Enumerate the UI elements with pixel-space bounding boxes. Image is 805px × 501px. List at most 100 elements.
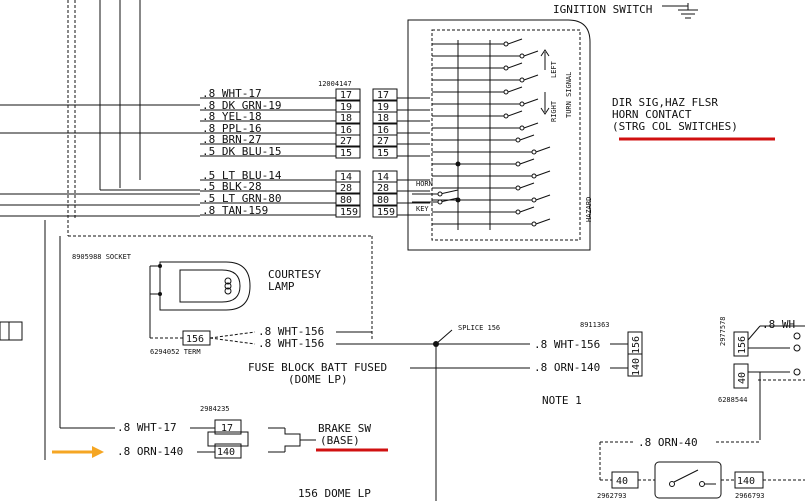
connector-pin-left (335, 134, 361, 147)
orange-arrow-icon (52, 446, 104, 458)
pin-number: 14 (377, 172, 389, 183)
courtesy-lamp-icon (150, 261, 251, 311)
horn-label: HORN (416, 180, 433, 188)
pin-number: 19 (377, 102, 389, 113)
pin-number: 80 (340, 195, 352, 206)
pin-number: 27 (340, 136, 352, 147)
far-right-pin-156: 156 (737, 336, 748, 354)
connector-pin-left (335, 205, 361, 218)
contact-point (531, 173, 537, 179)
brake-wire-2: .8 ORN-140 (117, 445, 183, 458)
connector-pin-left (335, 111, 361, 124)
dir-sig-line2: HORN CONTACT (612, 108, 692, 121)
connector-pin-right (372, 181, 398, 194)
ignition-switch-title: IGNITION SWITCH (553, 3, 652, 16)
right-small-part-number: 6288544 (718, 396, 748, 404)
pin-number: 27 (377, 136, 389, 147)
wire-label: .5 LT GRN-80 (202, 192, 281, 205)
bottom-wire: .8 ORN-40 (638, 436, 698, 449)
term-wire-2: .8 WHT-156 (258, 337, 324, 350)
turn-signal-label: TURN SIGNAL (565, 72, 573, 118)
contact-point (531, 197, 537, 203)
pin-number: 18 (377, 113, 389, 124)
connector-pin-left (335, 181, 361, 194)
far-right-connector (733, 331, 749, 389)
brake-switch-icon (268, 427, 316, 453)
note-label: NOTE 1 (542, 394, 582, 407)
connector-pin-right (372, 205, 398, 218)
contact-point (515, 161, 521, 167)
dome-lp-label: 156 DOME LP (298, 487, 371, 500)
pin-number: 16 (340, 125, 352, 136)
ground-symbol-icon (678, 3, 698, 19)
wire-row: .5 DK BLU-15 15 15 (200, 145, 430, 159)
brake-line1: BRAKE SW (318, 422, 371, 435)
contact-point (503, 65, 509, 71)
pin-number: 17 (340, 90, 352, 101)
pin-number: 19 (340, 102, 352, 113)
pin-number: 15 (377, 148, 389, 159)
right-wire-2: .8 ORN-140 (534, 361, 600, 374)
contact-point (503, 41, 509, 47)
bottom-right-part-number: 2966793 (735, 492, 765, 500)
contact-point (531, 221, 537, 227)
courtesy-line1: COURTESY (268, 268, 321, 281)
wire-label: .8 PPL-16 (202, 122, 262, 135)
connector-pin-right (372, 134, 398, 147)
connector-pin-right (372, 193, 398, 206)
brake-pin-17: 17 (221, 423, 233, 434)
far-right-wire: .8 WH (762, 318, 795, 331)
right-conn-part-number: 8911363 (580, 321, 610, 329)
pin-number: 14 (340, 172, 352, 183)
wire-label: .8 TAN-159 (202, 204, 268, 217)
arrow-down-icon (540, 92, 550, 115)
right-label: RIGHT (550, 100, 558, 122)
wire-label: .8 YEL-18 (202, 110, 262, 123)
wire-label: .8 WHT-17 (202, 87, 262, 100)
connector-pin-right (372, 146, 398, 159)
wire-label: .5 LT BLU-14 (202, 169, 282, 182)
switch-inner-dashed (431, 29, 581, 241)
brake-connector (207, 419, 249, 459)
switch-contacts (432, 38, 551, 230)
socket-part-number: 8905988 SOCKET (72, 253, 132, 261)
bottom-pin-140: 140 (737, 476, 755, 487)
contact-point (503, 89, 509, 95)
connector-pin-right (372, 88, 398, 101)
right-connector (627, 331, 643, 377)
left-edge-connector (0, 321, 23, 341)
pin-number: 16 (377, 125, 389, 136)
contact-point (519, 77, 525, 83)
right-pin-140: 140 (631, 358, 642, 376)
contact-point (519, 53, 525, 59)
wire-label: .5 DK BLU-15 (202, 145, 281, 158)
wire-label: .8 DK GRN-19 (202, 99, 281, 112)
pin-number: 15 (340, 148, 352, 159)
right-pin-156: 156 (631, 336, 642, 354)
dir-sig-line1: DIR SIG,HAZ FLSR (612, 96, 718, 109)
brake-line2: (BASE) (320, 434, 360, 447)
ignition-switch-housing (407, 19, 591, 251)
connector-pin-right (372, 111, 398, 124)
wire-row: .5 LT BLU-14 14 14 (200, 169, 430, 183)
pin-number: 28 (377, 183, 389, 194)
far-right-pin-40: 40 (737, 372, 748, 384)
pin-number: 159 (377, 207, 395, 218)
wire-row: .8 BRN-27 27 27 (200, 133, 430, 147)
contact-point (503, 113, 509, 119)
term-part-number: 6294052 TERM (150, 348, 201, 356)
splice-label: SPLICE 156 (458, 324, 500, 332)
pin-number: 159 (340, 207, 358, 218)
contact-point (515, 137, 521, 143)
fuse-line1: FUSE BLOCK BATT FUSED (248, 361, 387, 374)
wire-row: .8 PPL-16 16 16 (200, 122, 430, 136)
contact-point (519, 125, 525, 131)
term-wire-1: .8 WHT-156 (258, 325, 324, 338)
bottom-left-part-number: 2962793 (597, 492, 627, 500)
wire-label: .5 BLK-28 (202, 180, 262, 193)
wire-label: .8 BRN-27 (202, 133, 262, 146)
